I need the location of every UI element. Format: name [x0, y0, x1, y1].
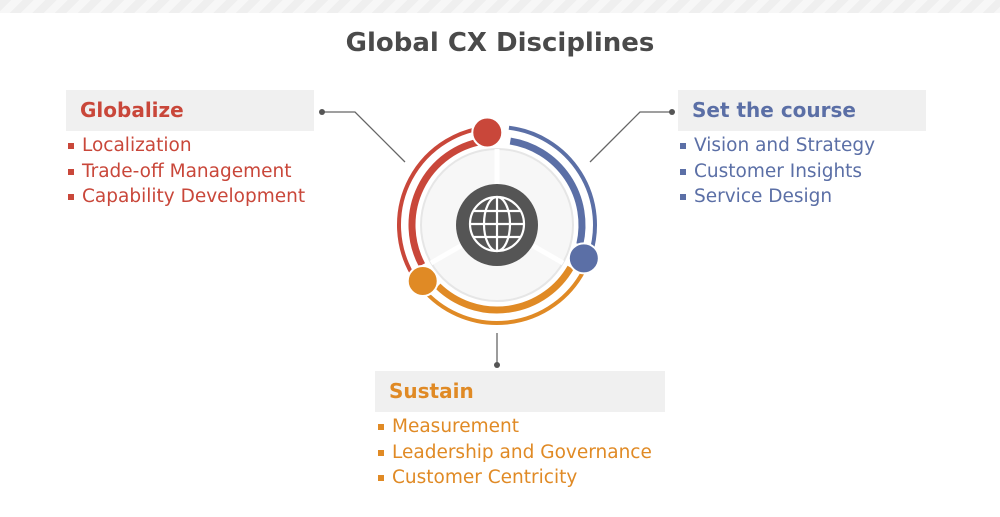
set-course-outer-arc [508, 125, 597, 258]
globalize-heading: Globalize [66, 90, 314, 131]
globalize-outer-arc [397, 125, 491, 275]
page-title: Global CX Disciplines [345, 28, 655, 58]
sustain-heading: Sustain [375, 371, 665, 412]
set-course-node [567, 242, 600, 275]
sustain-outer-arc [420, 270, 586, 325]
set-course-list: Vision and Strategy Customer Insights Se… [678, 133, 875, 210]
set-course-heading: Set the course [678, 90, 926, 131]
list-item: Vision and Strategy [678, 133, 875, 159]
list-item: Trade-off Management [66, 159, 305, 185]
list-item: Customer Insights [678, 159, 875, 185]
sustain-node [406, 264, 439, 297]
list-item: Localization [66, 133, 305, 159]
connector-dot [669, 109, 675, 115]
globalize-inner-arc [408, 137, 483, 267]
connector-dot [319, 109, 325, 115]
connector-set-course [589, 111, 672, 163]
list-item: Capability Development [66, 184, 305, 210]
connector-globalize [322, 111, 406, 163]
sustain-inner-arc [435, 265, 574, 314]
globalize-node [471, 116, 504, 149]
list-item: Service Design [678, 184, 875, 210]
globe-icon [468, 195, 526, 253]
list-item: Customer Centricity [376, 465, 652, 491]
list-item: Measurement [376, 414, 652, 440]
set-course-inner-arc [509, 137, 586, 245]
list-item: Leadership and Governance [376, 440, 652, 466]
connector-dot [494, 362, 500, 368]
globalize-list: Localization Trade-off Management Capabi… [66, 133, 305, 210]
header-stripe [0, 0, 1000, 13]
sustain-list: Measurement Leadership and Governance Cu… [376, 414, 652, 491]
